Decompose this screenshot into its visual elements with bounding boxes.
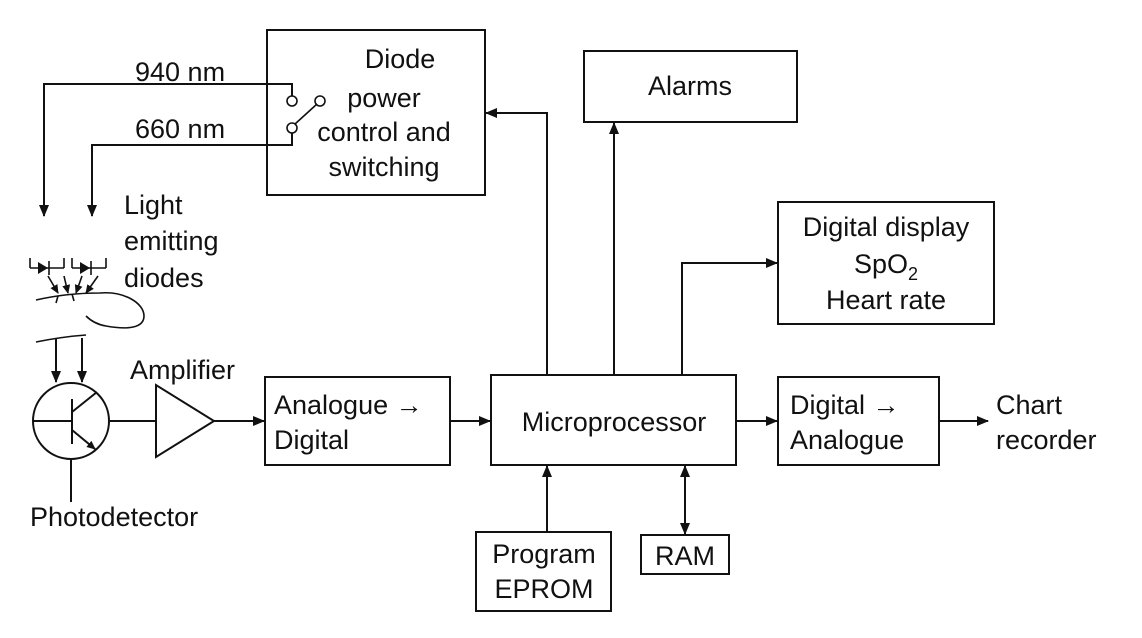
finger-illustration bbox=[35, 292, 145, 343]
diode-power-label-line2: power bbox=[347, 83, 421, 113]
adc-label-line2: Digital bbox=[274, 425, 349, 455]
photodetector-symbol bbox=[32, 382, 110, 502]
led-label-line3: diodes bbox=[124, 263, 204, 293]
dac-label-line2: Analogue bbox=[790, 425, 904, 455]
program-eprom-label-line1: Program bbox=[492, 539, 596, 569]
chart-recorder-label-line1: Chart bbox=[996, 390, 1063, 420]
adc-label-line1: Analogue → bbox=[274, 390, 423, 420]
adc-box: Analogue → Digital bbox=[264, 376, 451, 466]
dac-box: Digital → Analogue bbox=[777, 376, 940, 466]
amplifier-symbol bbox=[155, 383, 216, 459]
amplifier-label: Amplifier bbox=[130, 355, 235, 385]
microprocessor-label: Microprocessor bbox=[522, 407, 707, 437]
diode-power-label-line3: control and bbox=[317, 117, 451, 147]
wire-microprocessor-display bbox=[681, 258, 778, 375]
ram-label: RAM bbox=[655, 541, 715, 571]
digital-display-box: Digital display SpO2 Heart rate bbox=[777, 201, 995, 325]
wire-940nm bbox=[39, 83, 293, 217]
wavelength-660-label: 660 nm bbox=[135, 114, 225, 144]
wire-microprocessor-diode-power bbox=[485, 108, 548, 375]
photodetector-label: Photodetector bbox=[30, 502, 198, 532]
digital-display-label-line1: Digital display bbox=[803, 212, 970, 242]
chart-recorder-label-line2: recorder bbox=[996, 425, 1097, 455]
program-eprom-box: Program EPROM bbox=[475, 531, 612, 612]
spo2-subscript: 2 bbox=[908, 264, 918, 284]
digital-display-label-line2: SpO2 bbox=[854, 249, 918, 284]
led-diode-symbols bbox=[29, 258, 107, 294]
digital-display-label-line3: Heart rate bbox=[826, 285, 946, 315]
spo2-label: SpO bbox=[854, 249, 908, 279]
ram-box: RAM bbox=[640, 534, 730, 575]
led-label-line1: Light bbox=[124, 190, 183, 220]
diode-power-control-box: Diode power control and switching bbox=[266, 29, 486, 196]
diode-power-label-line1: Diode bbox=[365, 44, 436, 74]
diode-power-label-line4: switching bbox=[328, 152, 439, 182]
led-label-line2: emitting bbox=[124, 226, 219, 256]
wavelength-940-label: 940 nm bbox=[135, 57, 225, 87]
program-eprom-label-line2: EPROM bbox=[494, 574, 593, 604]
alarms-box: Alarms bbox=[583, 50, 798, 123]
alarms-label: Alarms bbox=[648, 71, 732, 101]
wire-660nm bbox=[87, 133, 293, 217]
microprocessor-box: Microprocessor bbox=[490, 374, 737, 466]
dac-label-line1: Digital → bbox=[790, 390, 900, 420]
